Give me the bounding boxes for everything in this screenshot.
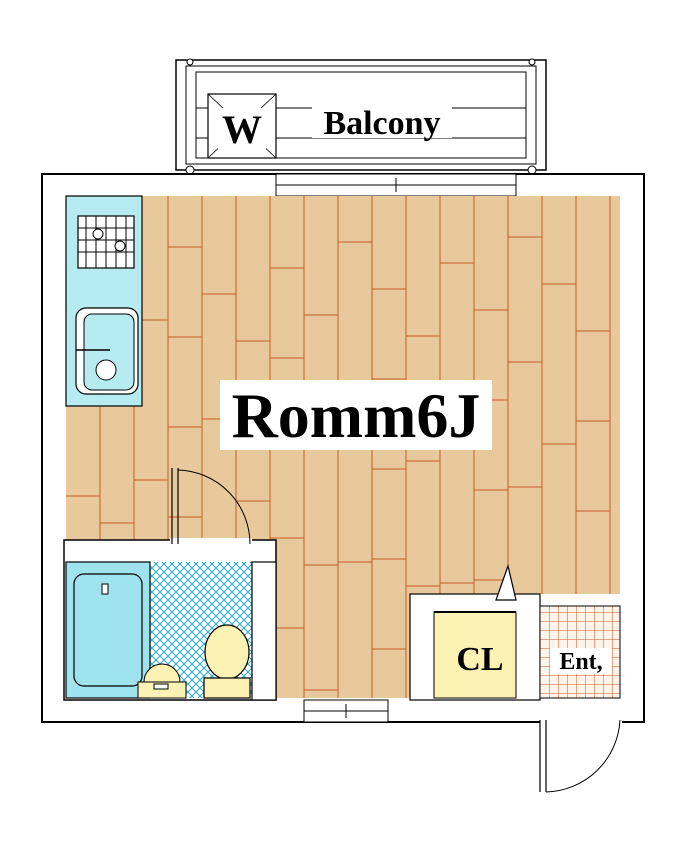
washer-space: W — [207, 93, 277, 159]
washer-label: W — [222, 107, 262, 152]
toilet — [203, 624, 251, 699]
washbasin — [137, 663, 187, 699]
closet-door-arrow — [495, 563, 517, 601]
closet: CL — [409, 563, 541, 701]
kitchen-counter — [65, 195, 143, 407]
room-floor — [66, 196, 620, 698]
lower-window — [303, 699, 389, 723]
bathroom-door — [170, 468, 252, 545]
bathroom — [63, 539, 277, 701]
entrance-door — [539, 718, 622, 793]
closet-label: CL — [456, 641, 503, 678]
room-label: Romm6J — [232, 380, 481, 451]
balcony-label: Balcony — [323, 105, 440, 142]
balcony-window — [275, 173, 517, 197]
entrance: Ent, — [539, 605, 621, 699]
entrance-label: Ent, — [559, 649, 602, 675]
